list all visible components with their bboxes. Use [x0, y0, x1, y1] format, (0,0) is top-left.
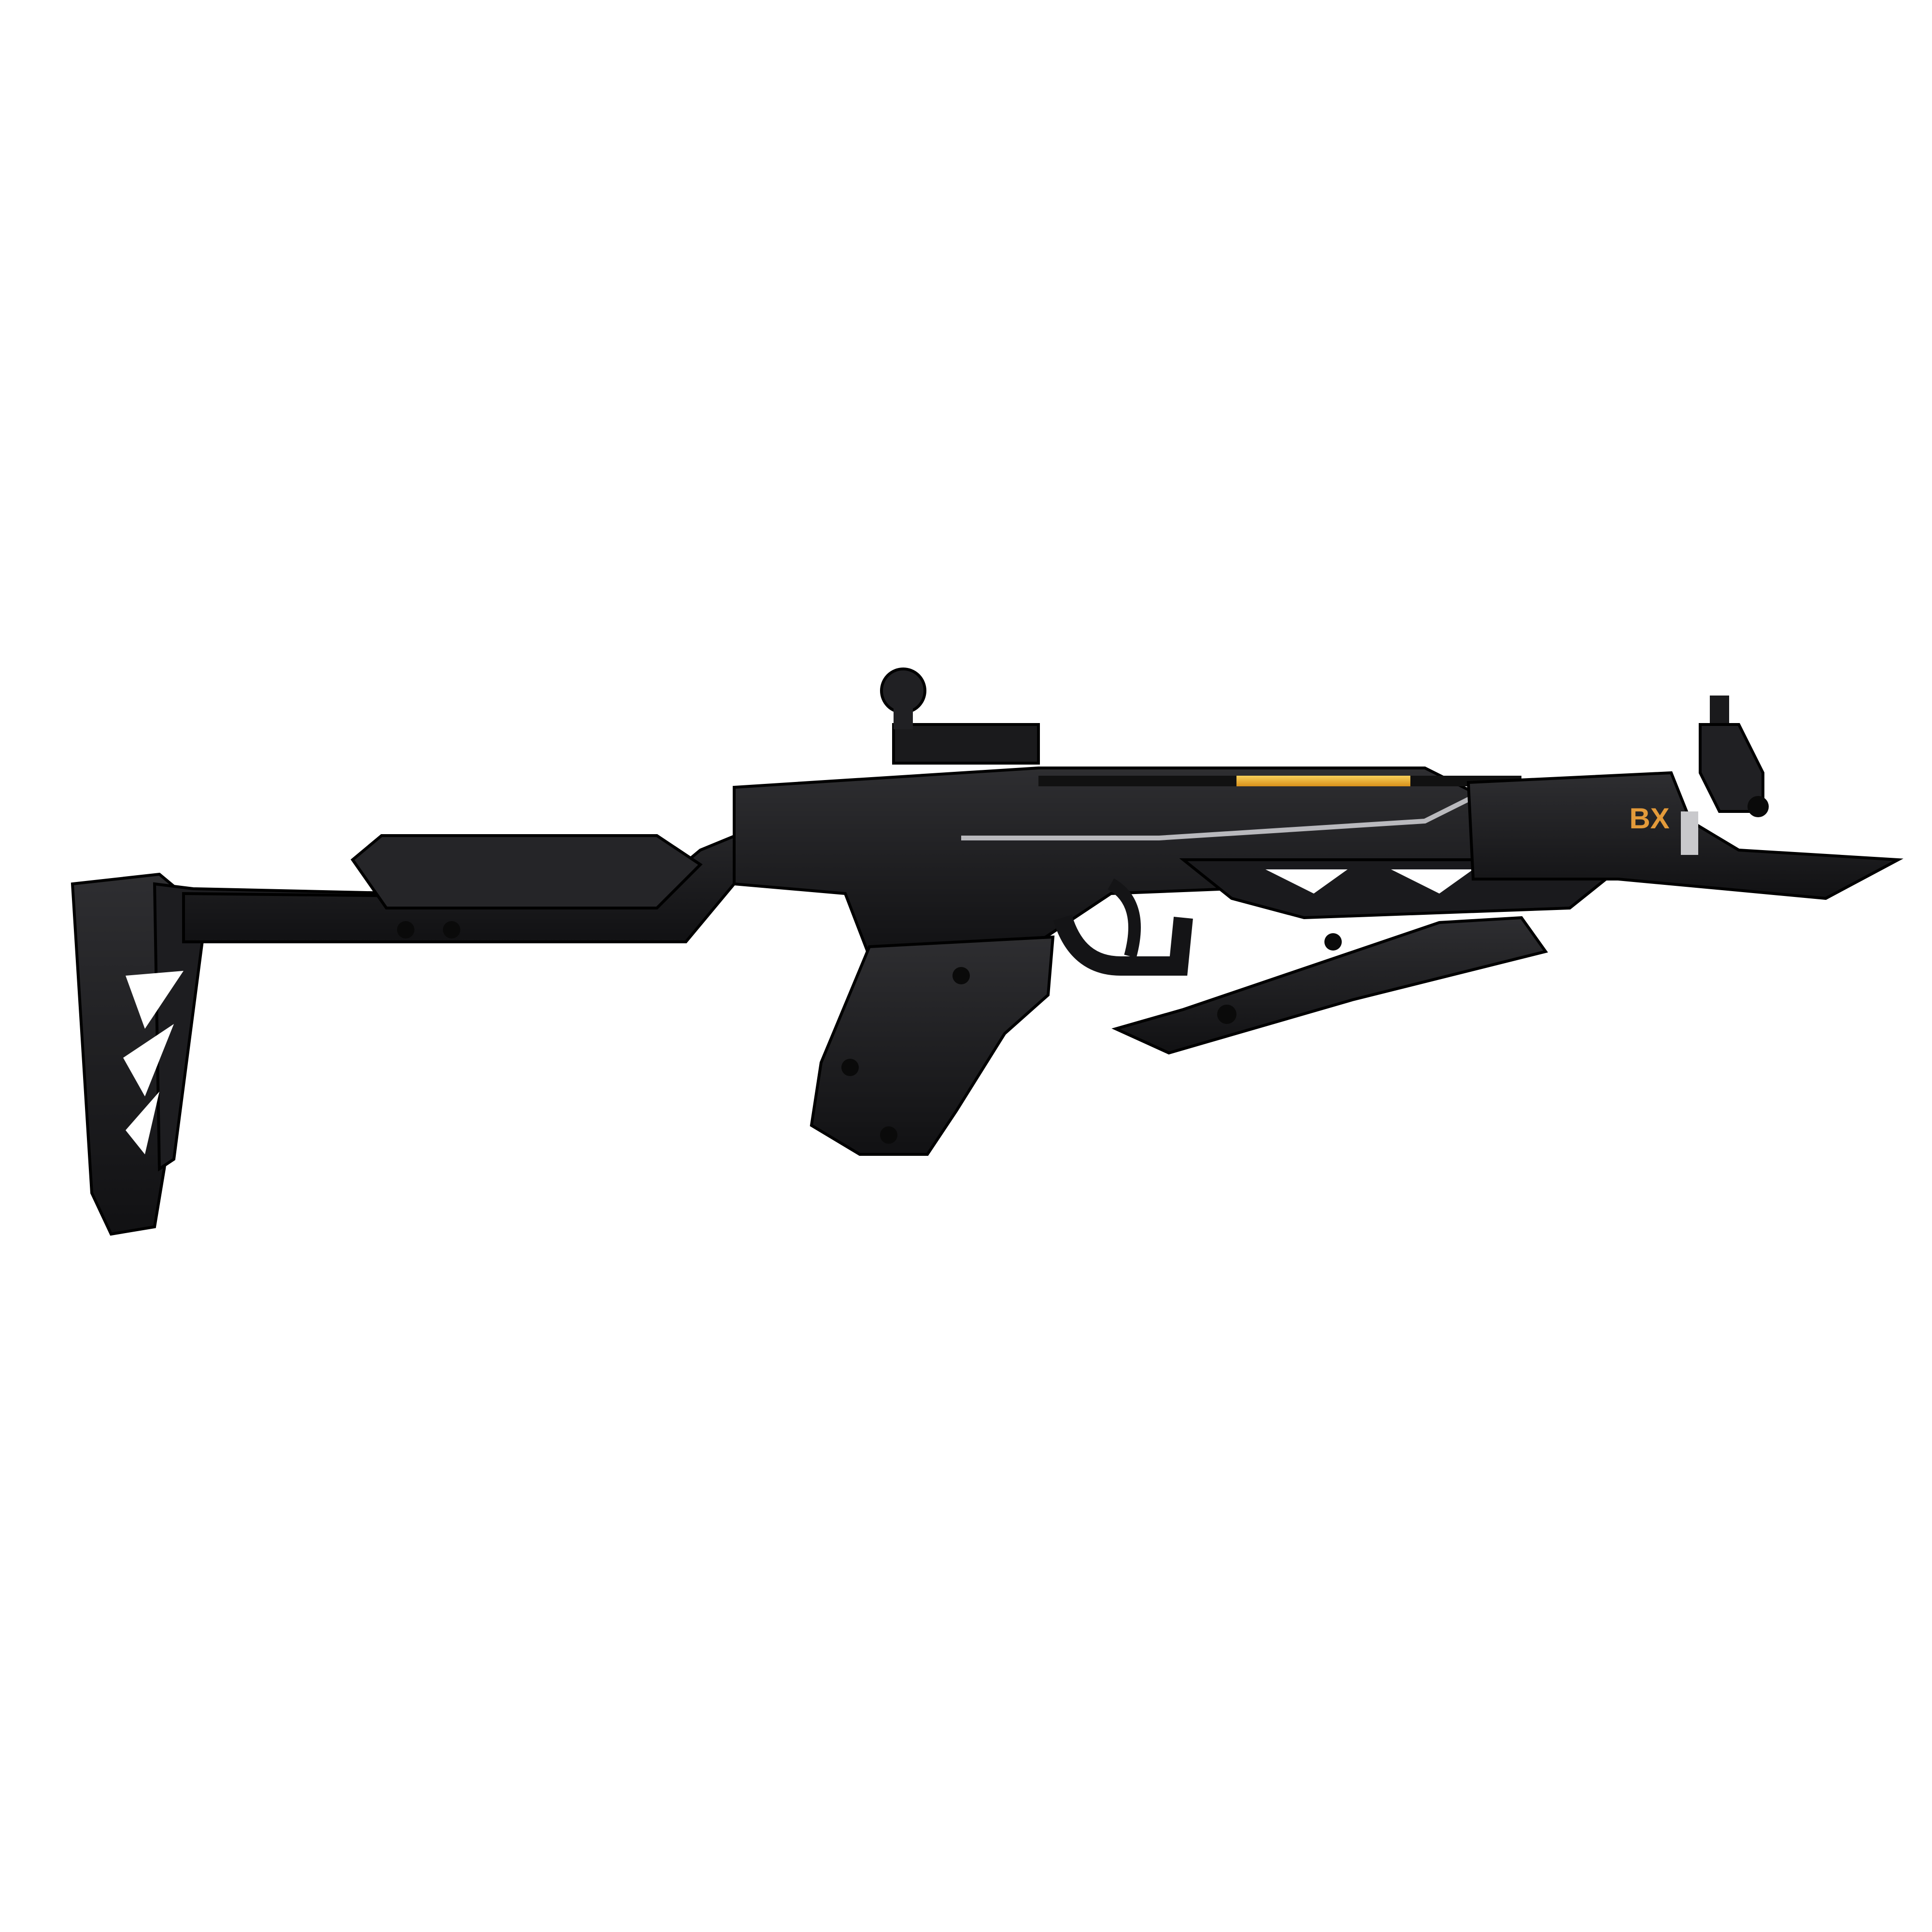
trigger — [1108, 878, 1141, 958]
bolt-shaft-gold — [1236, 776, 1410, 786]
pistol-grip — [810, 935, 1055, 1156]
grip-screw — [841, 1059, 859, 1076]
stock-screw — [397, 921, 414, 938]
forend-cutout — [1265, 869, 1348, 894]
front-screw — [1747, 796, 1769, 817]
stock-cutout — [123, 1024, 174, 1096]
string-cam — [1681, 811, 1698, 855]
trigger-guard — [1053, 914, 1193, 976]
foregrip-screw — [1324, 933, 1342, 951]
top-rail — [892, 723, 1040, 765]
cheek-rest — [350, 834, 703, 909]
grip-screw — [880, 1126, 897, 1144]
bow-head: BX — [1466, 696, 1904, 900]
grip-screw — [952, 967, 970, 984]
stock-tube — [182, 790, 871, 943]
stock-screw — [443, 921, 460, 938]
bolt — [1038, 776, 1521, 786]
receiver-body — [733, 767, 1475, 958]
foregrip-screw — [1217, 1005, 1236, 1024]
receiver — [733, 668, 1475, 958]
stock-cutout — [126, 1092, 159, 1154]
stock-cutout — [126, 971, 184, 1029]
bowstring — [961, 795, 1475, 840]
rear-sight-post — [894, 705, 913, 729]
trigger-assembly — [1053, 878, 1193, 976]
forend-cutout — [1391, 869, 1473, 894]
logo-text: BX — [1629, 802, 1669, 835]
